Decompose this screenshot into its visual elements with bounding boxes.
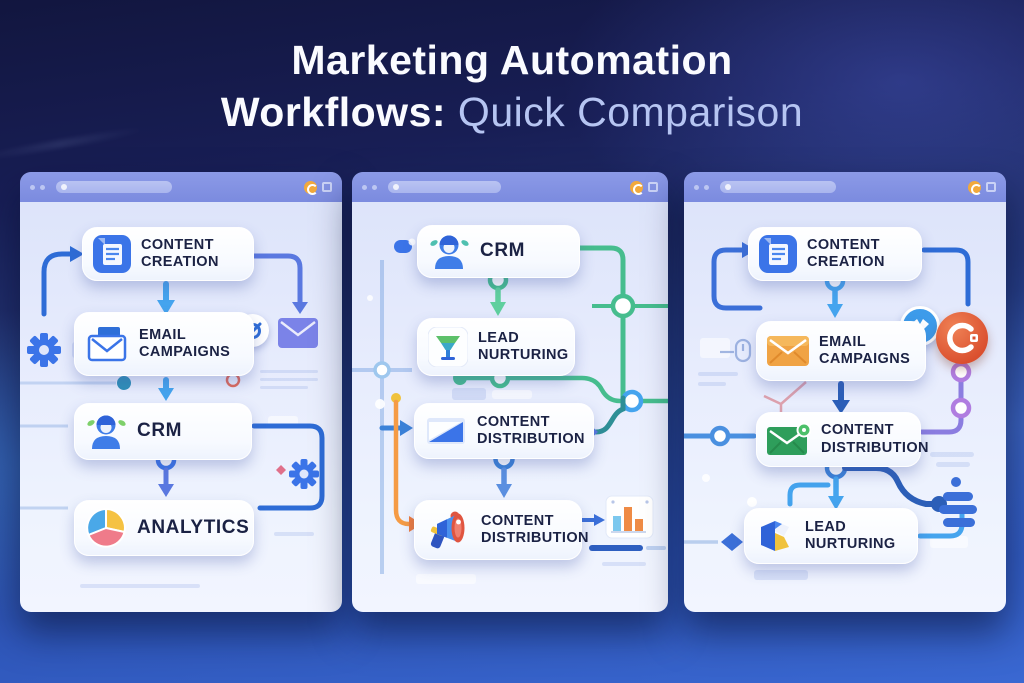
list-icon	[939, 477, 977, 527]
browser-window-icon[interactable]	[648, 182, 658, 192]
step-label: CONTENT DISTRIBUTION	[821, 422, 929, 456]
step-label: EMAIL CAMPAIGNS	[819, 333, 911, 367]
address-bar[interactable]	[388, 181, 501, 193]
step-analytics[interactable]: ANALYTICS	[74, 500, 254, 556]
green-envelope-icon	[767, 422, 811, 457]
pie-chart-icon	[85, 507, 127, 549]
browser-chrome-bar	[20, 172, 342, 202]
browser-dot-icon	[30, 184, 35, 190]
step-content-creation[interactable]: CONTENT CREATION	[748, 227, 922, 281]
step-email-campaigns[interactable]: EMAIL CAMPAIGNS	[74, 312, 254, 376]
browser-dot-icon	[704, 184, 709, 190]
diamond-node-icon	[721, 533, 743, 551]
page-title: Marketing Automation Workflows: Quick Co…	[0, 34, 1024, 139]
step-label: CRM	[480, 240, 526, 262]
browser-window-icon[interactable]	[322, 182, 332, 192]
document-icon	[759, 235, 797, 273]
step-label: ANALYTICS	[137, 516, 250, 538]
document-icon	[93, 235, 131, 273]
gear-icon	[276, 459, 319, 489]
step-label: CONTENT CREATION	[141, 236, 219, 270]
step-email-campaigns[interactable]: EMAIL CAMPAIGNS	[756, 321, 926, 381]
step-crm[interactable]: CRM	[417, 225, 580, 278]
browser-dot-icon	[372, 184, 377, 190]
browser-window-icon[interactable]	[986, 182, 996, 192]
envelope-outline-icon	[85, 325, 129, 363]
step-content-creation[interactable]: CONTENT CREATION	[82, 227, 254, 281]
workflow-panel-c: CONTENT CREATION EMAIL CAMPAIGNS CONTENT…	[684, 172, 1006, 612]
browser-dot-icon	[694, 184, 699, 190]
browser-chrome-bar	[684, 172, 1006, 202]
browser-dot-icon	[40, 184, 45, 190]
workflow-panel-a: CONTENT CREATION EMAIL CAMPAIGNS CRM ANA…	[20, 172, 342, 612]
mouse-icon	[720, 338, 752, 363]
connector-layer	[684, 242, 977, 551]
browser-extension-icon[interactable]	[630, 180, 644, 195]
browser-extension-icon[interactable]	[968, 180, 982, 195]
person-icon	[428, 233, 470, 271]
title-line-1: Marketing Automation	[291, 37, 733, 83]
step-label: CONTENT CREATION	[807, 236, 885, 270]
step-label: CRM	[137, 420, 183, 442]
person-icon	[85, 413, 127, 451]
title-line-2: Workflows: Quick Comparison	[0, 86, 1024, 138]
step-label: CONTENT DISTRIBUTION	[481, 512, 589, 546]
funnel-icon	[428, 327, 468, 367]
step-content-distribution-2[interactable]: CONTENT DISTRIBUTION	[414, 500, 589, 560]
browser-dot-icon	[362, 184, 367, 190]
step-lead-nurturing[interactable]: LEAD NURTURING	[744, 508, 918, 564]
panel-a-canvas: CONTENT CREATION EMAIL CAMPAIGNS CRM ANA…	[20, 202, 342, 612]
step-label: LEAD NURTURING	[805, 518, 896, 552]
hubspot-badge-icon	[936, 312, 988, 364]
cube-icon	[755, 517, 795, 555]
step-label: LEAD NURTURING	[478, 329, 569, 363]
panel-c-canvas: CONTENT CREATION EMAIL CAMPAIGNS CONTENT…	[684, 202, 1006, 612]
megaphone-icon	[425, 509, 471, 551]
title-line-2-strong: Workflows:	[220, 89, 447, 136]
browser-chrome-bar	[352, 172, 668, 202]
panel-b-canvas: CRM LEAD NURTURING CONTENT DISTRIBUTION …	[352, 202, 668, 612]
send-envelope-icon	[425, 415, 467, 447]
browser-extension-icon[interactable]	[304, 180, 318, 195]
step-lead-nurturing[interactable]: LEAD NURTURING	[417, 318, 575, 376]
step-content-distribution[interactable]: CONTENT DISTRIBUTION	[414, 403, 594, 459]
step-crm[interactable]: CRM	[74, 403, 252, 460]
workflow-panel-b: CRM LEAD NURTURING CONTENT DISTRIBUTION …	[352, 172, 668, 612]
orange-envelope-icon	[767, 336, 809, 366]
bar-chart-widget-icon	[578, 495, 666, 551]
connector-layer	[20, 246, 325, 511]
step-label: CONTENT DISTRIBUTION	[477, 413, 585, 447]
purple-envelope-icon	[278, 318, 318, 348]
title-line-2-light: Quick Comparison	[446, 89, 804, 136]
address-bar[interactable]	[720, 181, 836, 193]
step-label: EMAIL CAMPAIGNS	[139, 326, 231, 360]
address-bar[interactable]	[56, 181, 172, 193]
step-content-distribution[interactable]: CONTENT DISTRIBUTION	[756, 412, 929, 467]
